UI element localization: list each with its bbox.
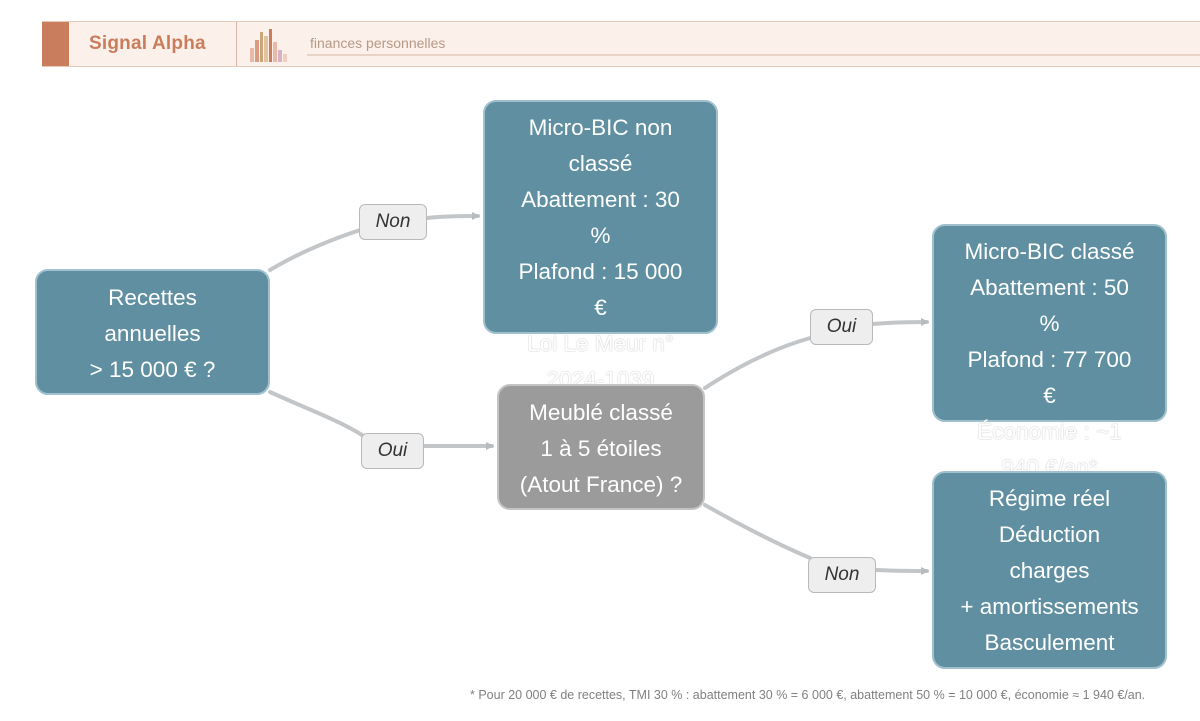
header-divider [236,22,237,66]
node-line: charges [1009,558,1090,583]
node-line: (Atout France) ? [519,472,683,497]
brand-name[interactable]: Signal Alpha [89,33,206,54]
edge-label-non-2: Non [808,557,876,593]
node-line: classé [568,151,633,176]
node-line: Meublé classé [529,400,673,425]
edge-non-to-regime-reel [874,566,929,575]
node-line: > 15 000 € ? [89,357,216,382]
node-overflow-line: Économie : ~1 [977,419,1122,444]
edge-start-to-oui [268,390,364,437]
node-line: Recettes [108,285,197,310]
tagline-underline [307,54,1200,56]
node-line: Abattement : 50 [970,275,1129,300]
app-header: Signal Alpha finances personnelles [42,21,1200,67]
node-line: Déduction [998,522,1101,547]
node-line: % [590,223,611,248]
node-line: % [1039,311,1060,336]
node-line: Micro-BIC classé [964,239,1135,264]
node-line: 1 à 5 étoiles [540,436,662,461]
node-micro-bic-non-classe[interactable]: Micro-BIC non classé Abattement : 30 % P… [483,100,718,392]
node-line: Régime réel [988,486,1111,511]
footnote: * Pour 20 000 € de recettes, TMI 30 % : … [470,688,1146,702]
edge-label-oui-1: Oui [361,433,424,469]
edge-oui-to-micro-classe [871,318,929,327]
tagline: finances personnelles [310,35,446,51]
node-line: Basculement [984,630,1115,655]
bar-chart-logo-icon [250,29,287,62]
node-line: Abattement : 30 [521,187,680,212]
edge-label-oui-2: Oui [810,309,873,345]
node-micro-bic-classe[interactable]: Micro-BIC classé Abattement : 50 % Plafo… [932,224,1167,480]
node-recettes-annuelles[interactable]: Recettes annuelles > 15 000 € ? [35,269,270,395]
edge-start-to-non [268,228,362,272]
node-overflow-line: Loi Le Meur n° [527,331,674,356]
node-regime-reel[interactable]: Régime réel Déduction charges + amortiss… [932,471,1167,669]
brand-color-block [42,22,69,66]
node-line: + amortissements [960,594,1139,619]
edge-meuble-to-non [703,503,812,560]
node-line: annuelles [104,321,201,346]
node-line: Micro-BIC non [528,115,673,140]
node-overflow-line: automatique [988,661,1112,667]
edge-non-to-micro-non-classe [425,212,480,221]
node-line: € [1043,383,1056,408]
edge-meuble-to-oui [703,336,812,390]
node-line: Plafond : 77 700 [967,347,1132,372]
edge-label-non-1: Non [359,204,427,240]
node-line: € [594,295,607,320]
node-line: Plafond : 15 000 [518,259,683,284]
node-meuble-classe[interactable]: Meublé classé 1 à 5 étoiles (Atout Franc… [497,384,705,510]
